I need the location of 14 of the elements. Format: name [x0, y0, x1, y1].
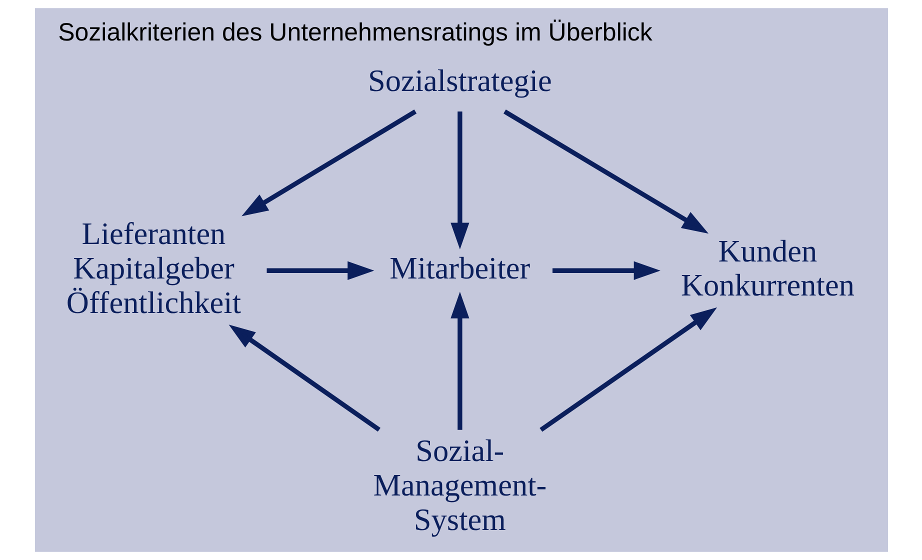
arrow — [241, 110, 416, 216]
node-text: Mitarbeiter — [389, 250, 530, 286]
arrow — [228, 324, 380, 432]
node-text: Sozialstrategie — [368, 62, 552, 98]
node-text: Kunden Konkurrenten — [680, 233, 854, 303]
node-text: Sozial- Management- System — [372, 433, 546, 537]
arrow — [552, 261, 660, 280]
arrow — [503, 110, 708, 234]
arrow — [450, 112, 469, 250]
arrow — [450, 292, 469, 430]
node-text: Lieferanten Kapitalgeber Öffentlichkeit — [66, 216, 241, 320]
diagram-title: Sozialkriterien des Unternehmensratings im Überblick — [58, 18, 652, 47]
arrow — [539, 307, 717, 432]
arrow — [266, 261, 374, 280]
